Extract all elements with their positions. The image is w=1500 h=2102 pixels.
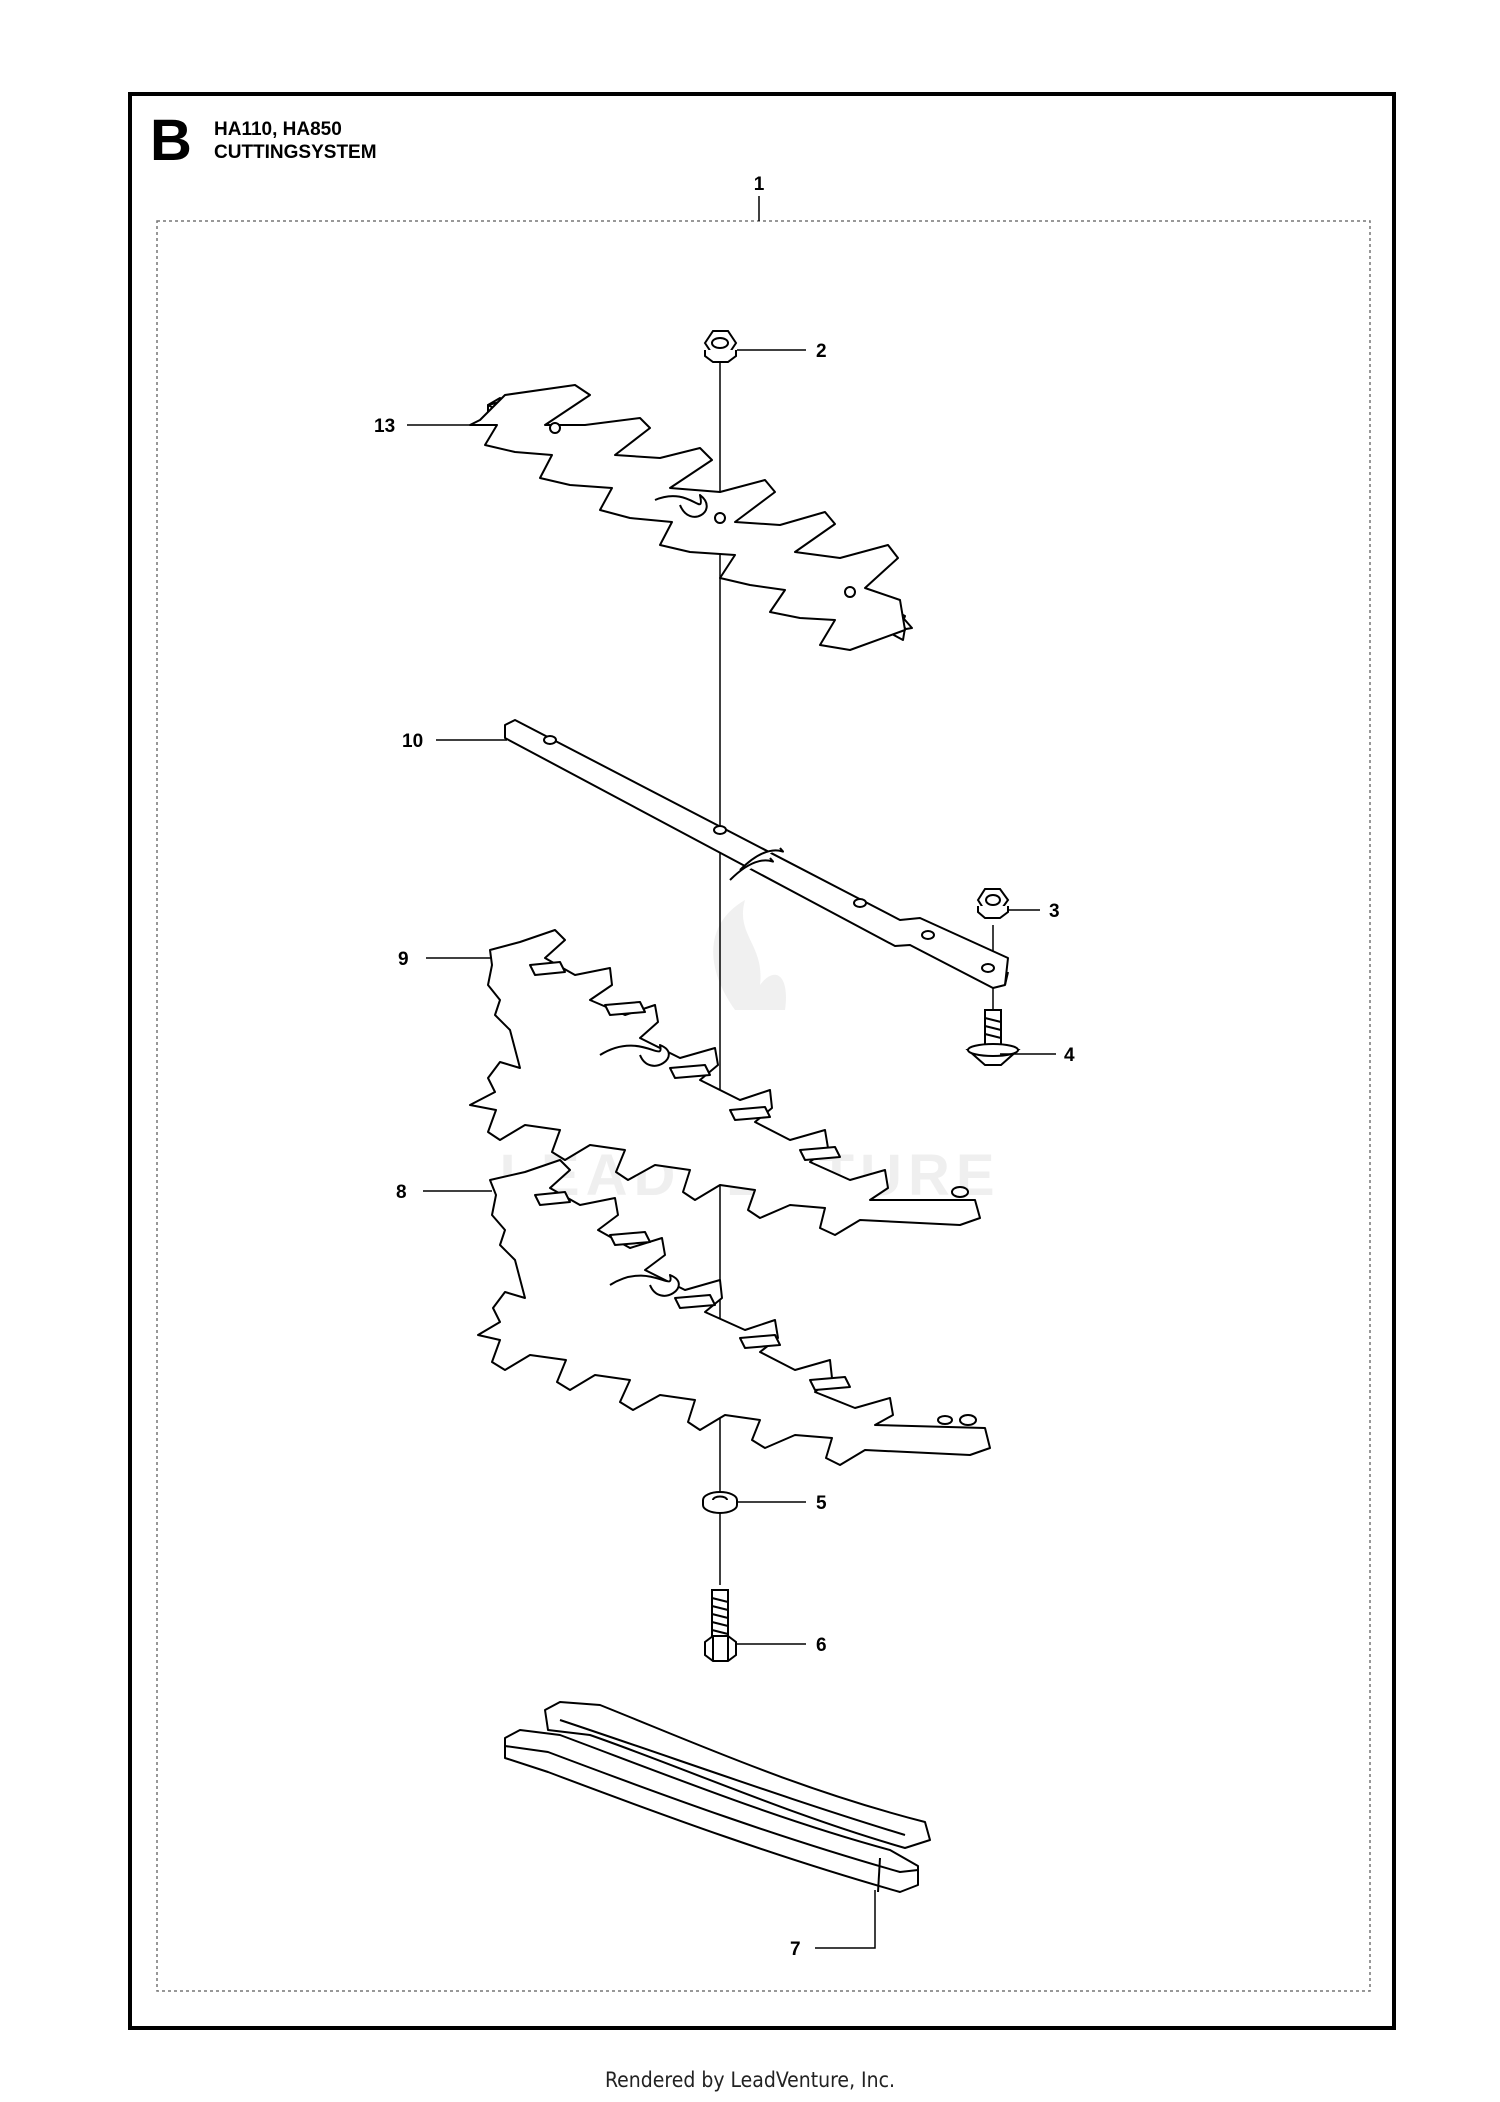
leader-lines — [407, 349, 1056, 1949]
part-5-washer — [702, 1491, 738, 1514]
callout-2: 2 — [816, 341, 827, 362]
callout-3: 3 — [1049, 901, 1060, 922]
watermark-flame-icon — [713, 900, 786, 1010]
part-10-guide-bar — [504, 719, 1009, 989]
leader-7 — [815, 1890, 876, 1949]
callout-8: 8 — [396, 1182, 407, 1203]
callout-5: 5 — [816, 1493, 827, 1514]
callout-1: 1 — [754, 174, 765, 195]
part-6-bolt — [704, 1589, 737, 1662]
diagram-title: HA110, HA850 CUTTINGSYSTEM — [214, 118, 377, 164]
part-8-cutter — [477, 1159, 991, 1466]
callout-7: 7 — [790, 1939, 801, 1960]
part-3-nut — [976, 888, 1010, 919]
assembly-boundary — [156, 220, 1371, 1992]
callout-10: 10 — [402, 731, 423, 752]
callout-13: 13 — [374, 416, 395, 437]
part-2-flange-nut — [703, 330, 738, 363]
model-line: HA110, HA850 — [214, 119, 342, 140]
part-13-blade — [469, 384, 913, 651]
title-line: CUTTINGSYSTEM — [214, 142, 377, 163]
callout-6: 6 — [816, 1635, 827, 1656]
callout-numbers: 1 2 3 4 5 6 7 8 9 10 13 — [374, 174, 1075, 1960]
part-7-blade-cover — [504, 1701, 931, 1893]
callout-9: 9 — [398, 949, 409, 970]
part-9-cutter — [469, 929, 981, 1236]
callout-4: 4 — [1064, 1045, 1075, 1066]
section-letter: B — [150, 108, 192, 173]
footer-credit: Rendered by LeadVenture, Inc. — [605, 2068, 895, 2092]
diagram-frame — [128, 92, 1396, 2030]
part-4-screw — [965, 1009, 1021, 1066]
